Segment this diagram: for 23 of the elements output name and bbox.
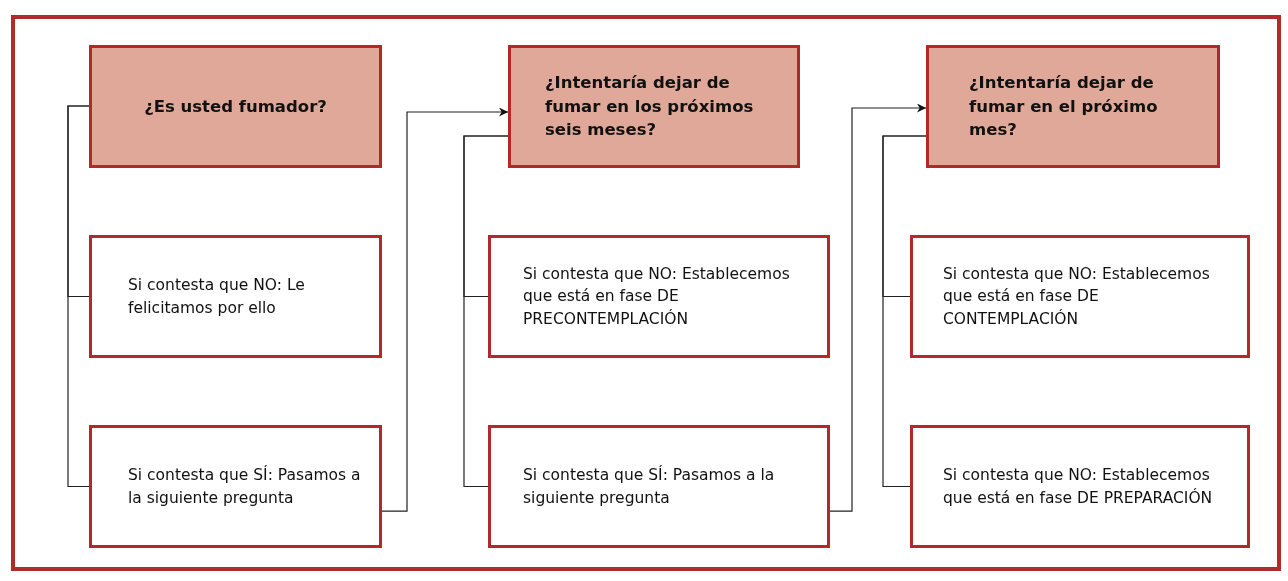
connector-line bbox=[67, 105, 90, 488]
question-box bbox=[926, 45, 1220, 168]
question-text: ¿Intentaría dejar de fumar en el próximo mes? bbox=[969, 71, 1159, 142]
answer-text: Si contesta que NO: Establecemos que está en fase DE PREPARACIÓN bbox=[943, 465, 1214, 509]
answer-box bbox=[488, 425, 830, 548]
connector-line bbox=[463, 135, 509, 488]
question-box bbox=[508, 45, 800, 168]
answer-text: Si contesta que NO: Establecemos que está en fase DE CONTEMPLACIÓN bbox=[943, 263, 1211, 330]
arrow bbox=[381, 107, 509, 512]
answer-text: Si contesta que SÍ: Pasamos a la siguiente pregunta bbox=[523, 464, 776, 509]
question-text: ¿Es usted fumador? bbox=[144, 95, 327, 118]
answer-text: Si contesta que NO: Le felicitamos por ello bbox=[128, 275, 306, 319]
answer-box bbox=[488, 235, 830, 358]
answer-text: Si contesta que SÍ: Pasamos a la siguiente pregunta bbox=[128, 464, 362, 509]
answer-box bbox=[910, 235, 1250, 358]
question-text: ¿Intentaría dejar de fumar en los próximos seis meses? bbox=[545, 71, 755, 142]
answer-box bbox=[89, 235, 382, 358]
arrow bbox=[829, 103, 927, 512]
connector-line bbox=[882, 135, 927, 488]
answer-box bbox=[89, 425, 382, 548]
answer-box bbox=[910, 425, 1250, 548]
answer-text: Si contesta que NO: Establecemos que está en fase DE PRECONTEMPLACIÓN bbox=[523, 263, 791, 330]
question-box bbox=[89, 45, 382, 168]
